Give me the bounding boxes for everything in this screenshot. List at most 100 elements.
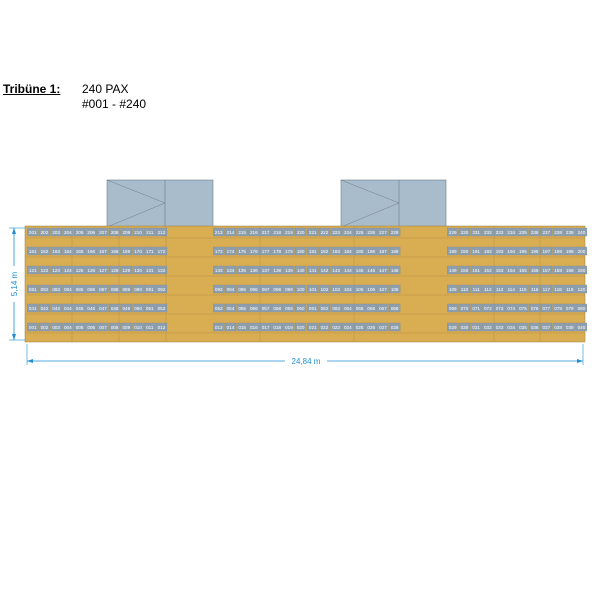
seat-number: 115 <box>519 287 527 292</box>
seat: 143 <box>330 265 342 275</box>
seat: 062 <box>318 303 331 313</box>
seat: 083 <box>50 284 62 294</box>
seat-number: 221 <box>309 230 317 235</box>
seat: 018 <box>271 322 283 332</box>
seat-number: 109 <box>449 287 457 292</box>
seat-number: 101 <box>309 287 317 292</box>
seat: 053 <box>213 303 225 313</box>
seat-number: 047 <box>99 306 107 311</box>
seat-number: 232 <box>484 230 492 235</box>
seat-number: 166 <box>87 249 95 254</box>
seat-number: 097 <box>262 287 270 292</box>
seat-number: 169 <box>123 249 131 254</box>
seat-number: 111 <box>473 287 480 292</box>
seat: 031 <box>470 322 482 332</box>
seat: 172 <box>155 246 168 256</box>
seat-number: 144 <box>344 268 352 273</box>
seat: 022 <box>318 322 331 332</box>
seat: 120 <box>575 284 588 294</box>
seat-number: 035 <box>519 325 527 330</box>
seat: 101 <box>307 284 319 294</box>
seat-number: 034 <box>507 325 515 330</box>
seat-number: 164 <box>64 249 72 254</box>
seat-number: 105 <box>356 287 364 292</box>
seat: 205 <box>73 227 86 237</box>
seat-number: 229 <box>449 230 457 235</box>
seat: 173 <box>213 246 225 256</box>
seat: 096 <box>248 284 260 294</box>
seat: 006 <box>85 322 97 332</box>
seat: 239 <box>564 227 576 237</box>
seat: 148 <box>389 265 401 275</box>
seat: 153 <box>493 265 506 275</box>
seat-number: 068 <box>391 306 399 311</box>
seat-number: 231 <box>472 230 480 235</box>
seat-number: 028 <box>391 325 399 330</box>
seat: 207 <box>97 227 109 237</box>
seat-number: 052 <box>158 306 166 311</box>
seat-number: 120 <box>578 287 586 292</box>
seat: 138 <box>271 265 283 275</box>
seat-number: 081 <box>29 287 37 292</box>
seat-number: 025 <box>356 325 364 330</box>
seat: 072 <box>482 303 494 313</box>
seat: 185 <box>353 246 366 256</box>
seat-number: 032 <box>484 325 492 330</box>
seat-number: 224 <box>344 230 352 235</box>
seat-number: 215 <box>238 230 246 235</box>
seat-number: 125 <box>76 268 84 273</box>
seat: 178 <box>271 246 283 256</box>
seat: 061 <box>307 303 319 313</box>
seat: 166 <box>85 246 97 256</box>
seat-number: 179 <box>285 249 293 254</box>
seat: 199 <box>564 246 576 256</box>
seat: 110 <box>458 284 471 294</box>
seat-number: 117 <box>543 287 551 292</box>
seat-number: 138 <box>273 268 281 273</box>
seat: 112 <box>482 284 494 294</box>
seat: 043 <box>50 303 62 313</box>
seat: 238 <box>552 227 564 237</box>
seat: 105 <box>353 284 366 294</box>
seat-number: 127 <box>99 268 107 273</box>
seat: 002 <box>38 322 51 332</box>
seat: 081 <box>27 284 39 294</box>
seat-number: 161 <box>29 249 37 254</box>
seat: 203 <box>50 227 62 237</box>
seat-number: 056 <box>250 306 258 311</box>
seat: 133 <box>213 265 225 275</box>
seat-number: 216 <box>250 230 258 235</box>
seat-number: 116 <box>531 287 539 292</box>
seat-number: 202 <box>41 230 49 235</box>
seat: 164 <box>62 246 74 256</box>
seat: 179 <box>283 246 295 256</box>
seat: 085 <box>73 284 86 294</box>
seat: 126 <box>85 265 97 275</box>
seat: 165 <box>73 246 86 256</box>
seat-number: 227 <box>379 230 387 235</box>
grandstand-platform <box>24 225 586 343</box>
seat: 136 <box>248 265 260 275</box>
seat: 103 <box>330 284 342 294</box>
seat-number: 137 <box>262 268 270 273</box>
seat: 047 <box>97 303 109 313</box>
seat-number: 072 <box>484 306 492 311</box>
seat-number: 162 <box>41 249 49 254</box>
seat: 193 <box>493 246 506 256</box>
seat-number: 129 <box>123 268 131 273</box>
seat: 201 <box>27 227 39 237</box>
seat-number: 108 <box>391 287 399 292</box>
seat-number: 181 <box>309 249 317 254</box>
seat: 168 <box>109 246 121 256</box>
seat: 210 <box>132 227 144 237</box>
seat: 181 <box>307 246 319 256</box>
seat-number: 194 <box>507 249 515 254</box>
seat: 071 <box>470 303 482 313</box>
seat-number: 051 <box>146 306 154 311</box>
seat-number: 152 <box>484 268 492 273</box>
seat-number: 018 <box>273 325 281 330</box>
seat-number: 213 <box>215 230 223 235</box>
seat-number: 045 <box>76 306 84 311</box>
seat: 108 <box>389 284 401 294</box>
